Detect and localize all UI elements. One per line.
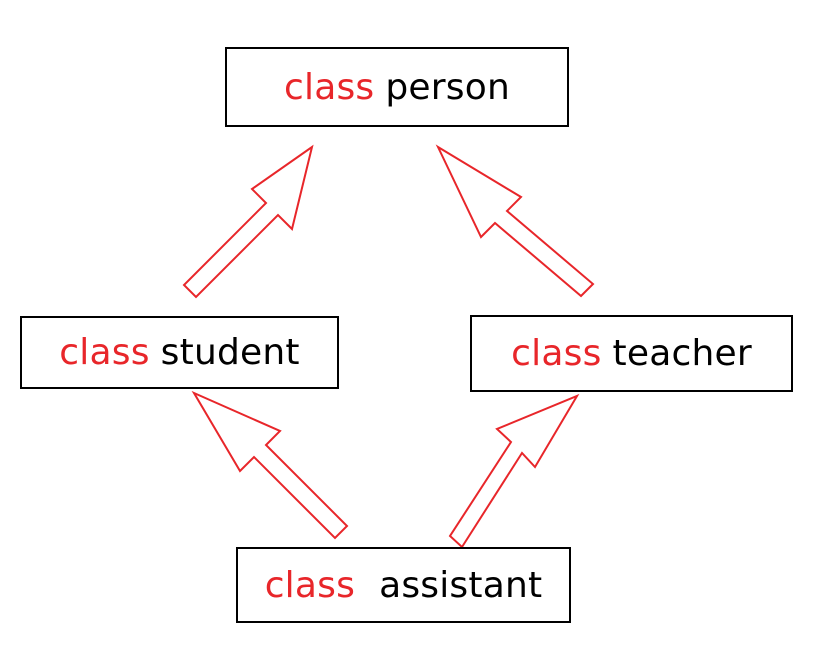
arrow-teacher-to-person — [435, 144, 595, 298]
class-keyword: class — [59, 332, 150, 373]
class-name: person — [385, 66, 510, 108]
arrow-assistant-to-teacher — [448, 393, 580, 549]
class-name: student — [160, 332, 300, 373]
class-keyword: class — [511, 333, 602, 374]
class-name: assistant — [379, 564, 543, 606]
class-keyword: class — [264, 564, 356, 606]
arrow-student-to-person — [182, 144, 314, 299]
class-name: teacher — [612, 333, 752, 374]
class-keyword: class — [284, 66, 375, 108]
class-box-assistant: class assistant — [236, 547, 571, 623]
arrow-assistant-to-student — [191, 390, 349, 540]
